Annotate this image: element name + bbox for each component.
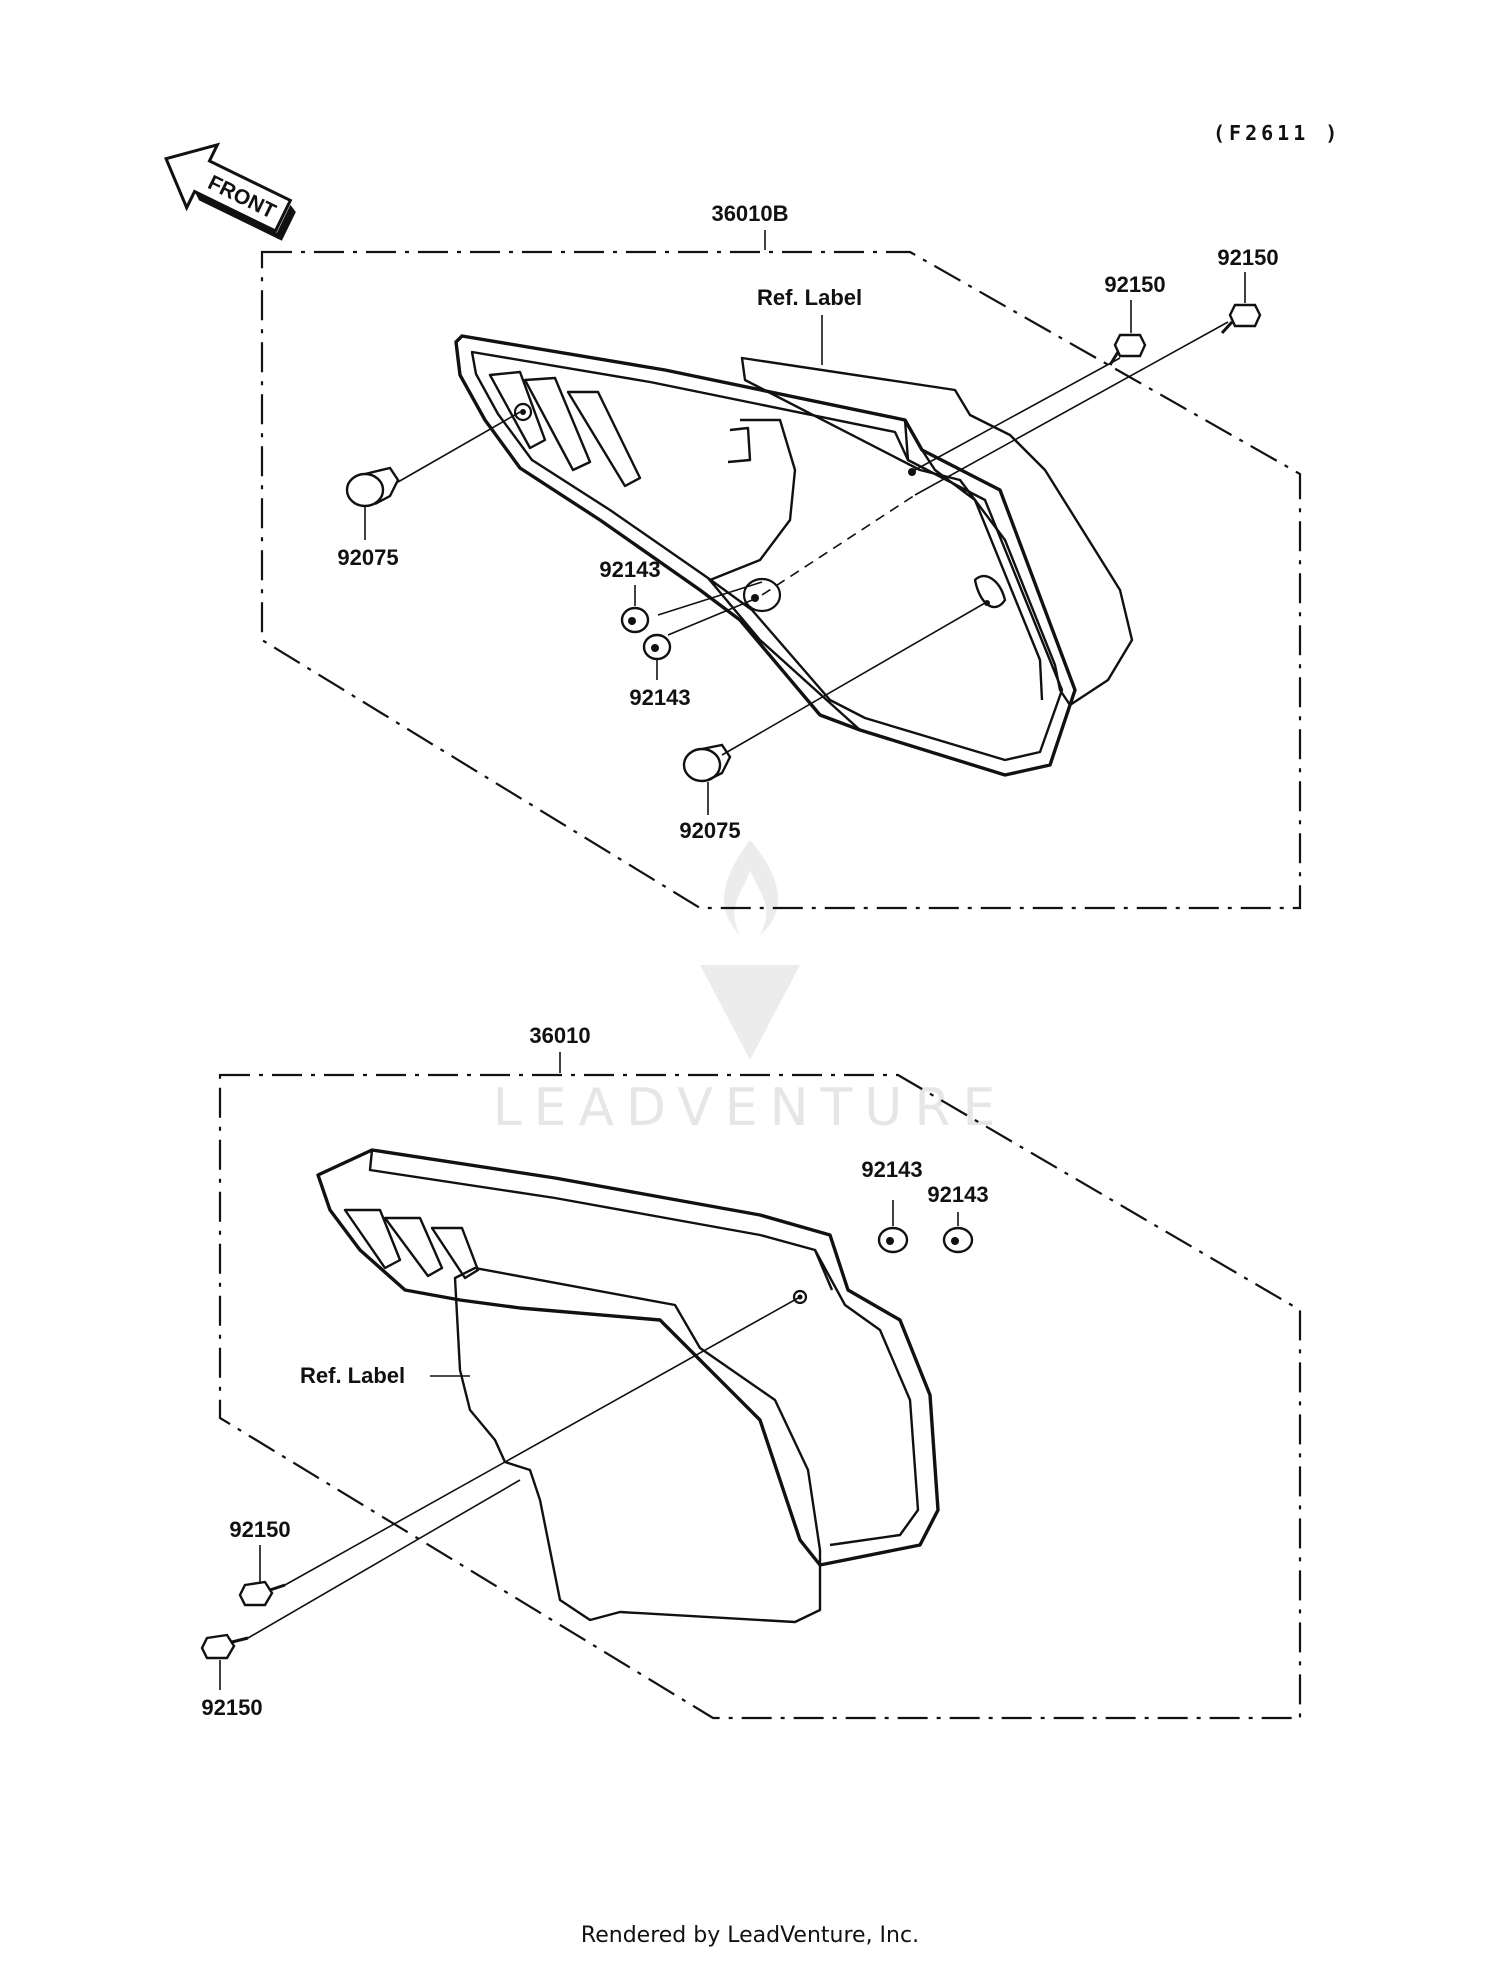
nut-92143-b-icon — [642, 633, 672, 661]
assembly-frame — [260, 250, 1302, 910]
label-92150-b: 92150 — [1217, 245, 1278, 270]
assembly-part-number: 36010 — [529, 1023, 590, 1048]
vent-3 — [430, 1226, 480, 1280]
nut-92143-a-icon — [877, 1226, 909, 1254]
label-92075-left: 92075 — [337, 545, 398, 570]
label-92143-b: 92143 — [629, 685, 690, 710]
label-92150-a: 92150 — [229, 1517, 290, 1542]
label-92143-a: 92143 — [599, 557, 660, 582]
vent-1 — [488, 370, 547, 450]
assembly-36010b: 36010B Ref. Label — [260, 201, 1302, 910]
bolt-92150-b-icon — [200, 1633, 249, 1660]
assembly-frame — [218, 1073, 1302, 1720]
leadventure-watermark: LEADVENTURE — [493, 840, 1008, 1138]
front-arrow-icon: FRONT — [164, 142, 296, 241]
ref-label-plate — [740, 356, 1134, 707]
ref-label-plate — [453, 1266, 822, 1624]
label-92075-bottom: 92075 — [679, 818, 740, 843]
bolt-92150-a-icon — [238, 1580, 286, 1607]
label-92150-a: 92150 — [1104, 272, 1165, 297]
watermark-text: LEADVENTURE — [493, 1078, 1008, 1138]
label-92150-b: 92150 — [201, 1695, 262, 1720]
vent-3 — [566, 390, 642, 488]
bolt-92150-b-icon — [1220, 303, 1262, 335]
side-cover-b — [454, 334, 1077, 777]
ref-label-text: Ref. Label — [300, 1363, 405, 1388]
grommet-92075-left-icon — [345, 466, 400, 508]
vent-1 — [343, 1208, 402, 1270]
label-92143-b: 92143 — [927, 1182, 988, 1207]
vent-2 — [383, 1216, 444, 1278]
ref-label-text: Ref. Label — [757, 285, 862, 310]
label-92143-a: 92143 — [861, 1157, 922, 1182]
bolt-92150-a-icon — [1108, 333, 1147, 366]
footer-credit: Rendered by LeadVenture, Inc. — [581, 1923, 919, 1948]
assembly-part-number: 36010B — [711, 201, 788, 226]
assembly-36010: 36010 Ref. Label 92143 92143 — [200, 1023, 1302, 1720]
vent-2 — [523, 376, 592, 472]
grommet-92075-bottom-icon — [682, 743, 732, 783]
nut-92143-b-icon — [942, 1226, 974, 1254]
nut-92143-a-icon — [620, 606, 650, 634]
diagram-code: (F2611 ) — [1213, 121, 1341, 145]
